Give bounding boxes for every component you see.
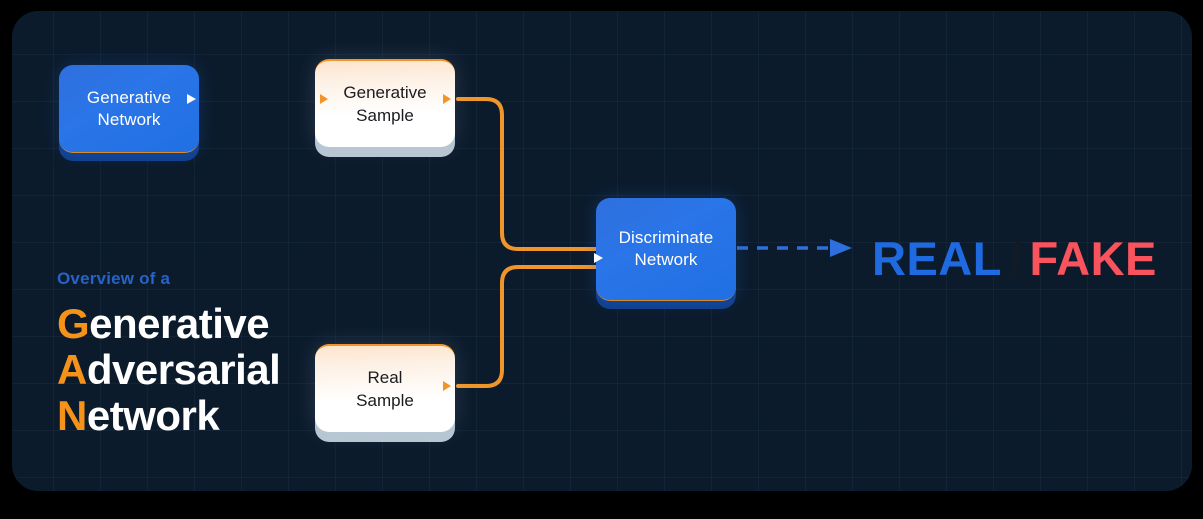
title-line-network: Network: [57, 393, 377, 439]
title-rest-generative: enerative: [89, 300, 270, 347]
node-label-line1: Real: [367, 368, 403, 387]
node-face: Generative Sample: [315, 59, 455, 147]
node-face: Real Sample: [315, 344, 455, 432]
node-label-line2: Network: [634, 250, 698, 269]
node-face: Generative Network: [59, 65, 199, 153]
node-generative-network[interactable]: Generative Network: [59, 65, 199, 161]
title-line-generative: Generative: [57, 301, 377, 347]
node-generative-sample[interactable]: Generative Sample: [315, 59, 455, 157]
title-accent-a: A: [57, 346, 87, 393]
verdict-arrowhead: [830, 239, 852, 257]
node-label-line1: Generative: [86, 87, 172, 107]
input-port-icon: [594, 253, 603, 263]
node-label-line1: Generative: [343, 83, 427, 102]
node-label: Generative Sample: [343, 81, 426, 127]
input-port-icon: [320, 94, 328, 104]
node-discriminate-network[interactable]: Discriminate Network: [594, 198, 736, 309]
title-accent-g: G: [57, 300, 90, 347]
connector-gensample-to-discriminate: [456, 97, 599, 251]
connector-realsample-to-discriminate: [456, 265, 599, 388]
diagram-canvas: Generative Network Generative Sample: [12, 11, 1192, 491]
node-real-sample[interactable]: Real Sample: [315, 344, 455, 442]
node-label: Discriminate Network: [619, 227, 714, 271]
output-port-icon: [443, 381, 451, 391]
node-label: Generative Network: [87, 87, 171, 131]
output-port-icon: [443, 94, 451, 104]
title-rest-network: etwork: [86, 392, 220, 439]
node-label-line2: Sample: [356, 106, 414, 125]
node-face: Discriminate Network: [596, 198, 736, 301]
node-label-line1: Discriminate: [618, 228, 714, 247]
title-accent-n: N: [57, 392, 87, 439]
verdict-fake: FAKE: [1029, 232, 1157, 285]
title-rest-adversarial: dversarial: [86, 346, 281, 393]
node-label-line2: Network: [97, 109, 161, 129]
output-port-icon: [187, 94, 196, 104]
title-line-adversarial: Adversarial: [57, 347, 377, 393]
verdict-label: REAL/FAKE: [872, 229, 1157, 289]
node-label: Real Sample: [356, 366, 414, 412]
verdict-separator: /: [1008, 232, 1023, 285]
verdict-real: REAL: [872, 232, 1002, 285]
node-label-line2: Sample: [356, 391, 414, 410]
connector-layer: [198, 97, 852, 388]
title-block: Overview of a Generative Adversarial Net…: [57, 269, 377, 439]
title-overline: Overview of a: [57, 269, 171, 288]
